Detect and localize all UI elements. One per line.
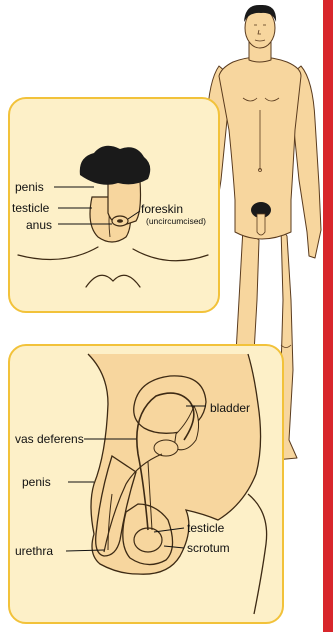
label-vas-deferens: vas deferens: [15, 433, 84, 445]
label-foreskin-note: (uncircumcised): [146, 217, 206, 226]
label-anus: anus: [26, 219, 52, 231]
label-testicle-internal: testicle: [187, 522, 224, 534]
label-penis-external: penis: [15, 181, 44, 193]
label-penis-internal: penis: [22, 476, 51, 488]
label-bladder: bladder: [210, 402, 250, 414]
label-scrotum: scrotum: [187, 542, 230, 554]
label-foreskin: foreskin: [141, 203, 183, 215]
label-testicle-external: testicle: [12, 202, 49, 214]
label-urethra: urethra: [15, 545, 53, 557]
